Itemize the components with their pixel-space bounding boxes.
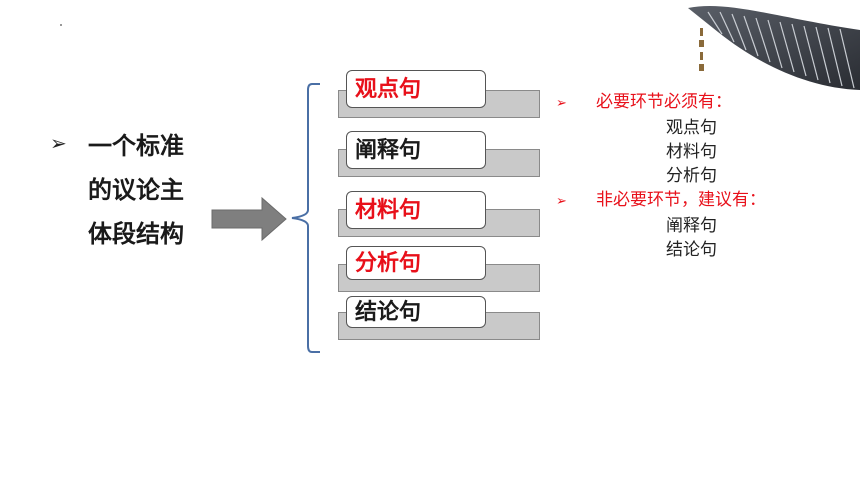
decor-dot [60, 24, 62, 26]
box-label-viewpoint: 观点句 [346, 70, 486, 108]
box-label-explanation: 阐释句 [346, 131, 486, 169]
optional-heading-line: ➢ 非必要环节，建议有： [556, 188, 766, 214]
box-label-conclusion: 结论句 [346, 296, 486, 328]
required-item: 观点句 [666, 118, 717, 138]
chinese-eave-roof-icon [688, 6, 860, 90]
title-line: 体段结构 [88, 220, 184, 248]
title-line: 一个标准 [88, 132, 184, 160]
required-heading: 必要环节必须有： [596, 92, 732, 112]
optional-item: 阐释句 [666, 216, 717, 236]
required-heading-line: ➢ 必要环节必须有： [556, 90, 766, 116]
box-label-material: 材料句 [346, 191, 486, 229]
optional-heading: 非必要环节，建议有： [596, 190, 766, 210]
title-bullet: ➢ [50, 131, 67, 155]
right-arrow-icon [211, 196, 287, 242]
notes-panel: ➢ 必要环节必须有： 观点句 材料句 分析句 ➢ 非必要环节，建议有： 阐释句 结论… [556, 90, 766, 262]
note-bullet: ➢ [556, 194, 567, 209]
optional-item: 结论句 [666, 240, 717, 260]
required-item: 分析句 [666, 166, 717, 186]
box-label-analysis: 分析句 [346, 246, 486, 280]
left-brace [291, 83, 320, 353]
required-item: 材料句 [666, 142, 717, 162]
page-title: 一个标准 的议论主 体段结构 [88, 124, 228, 256]
note-bullet: ➢ [556, 96, 567, 111]
title-line: 的议论主 [88, 176, 184, 204]
